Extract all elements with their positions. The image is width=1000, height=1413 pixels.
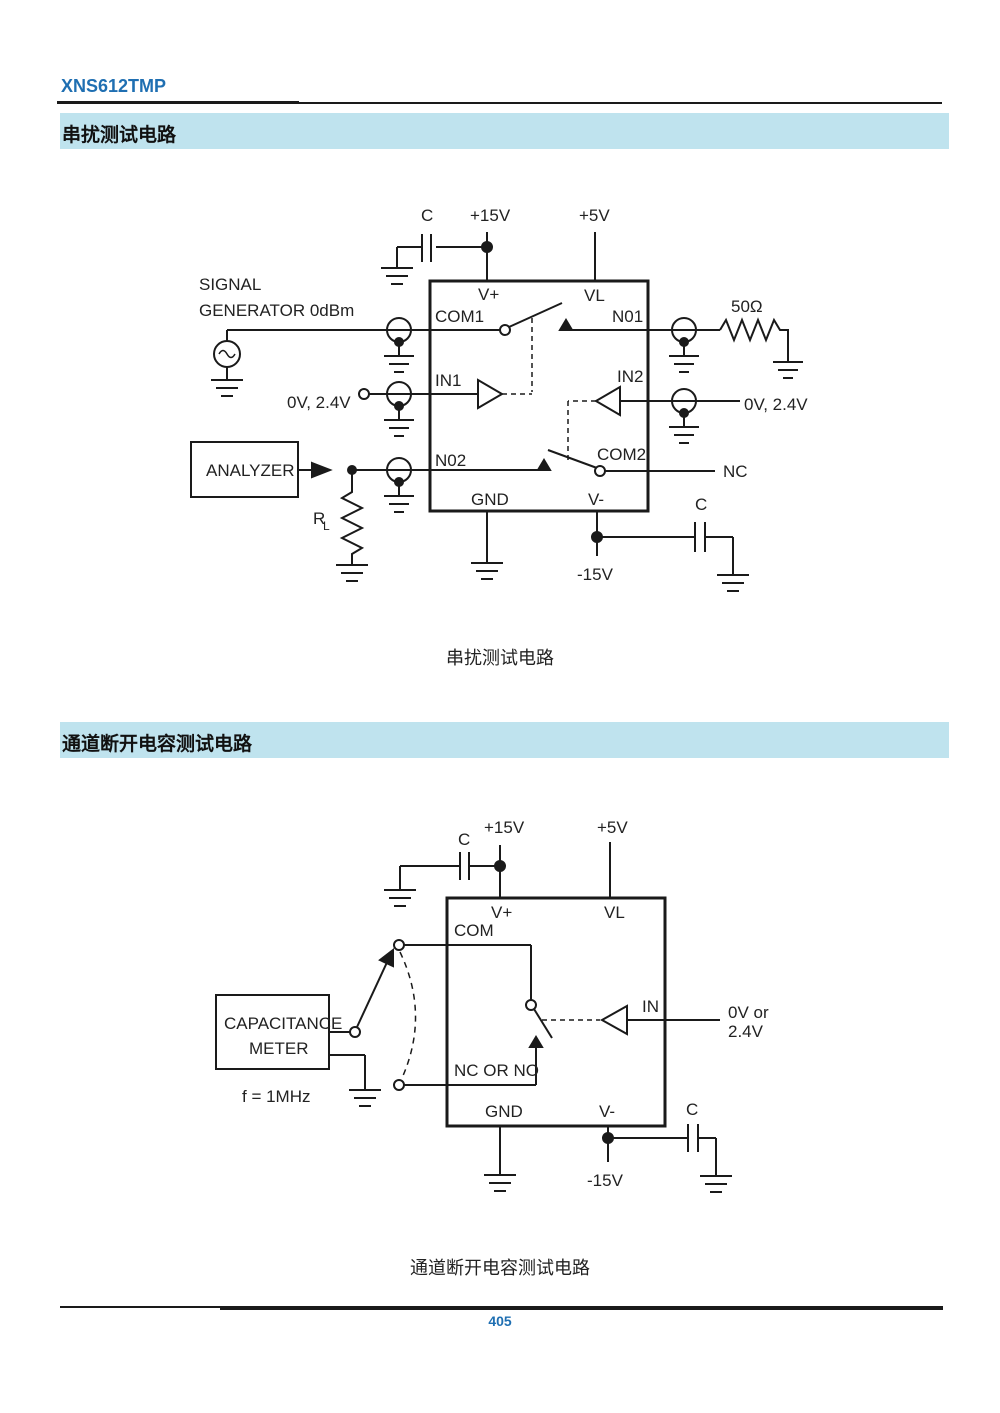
label-c-bottom: C — [686, 1100, 698, 1119]
label-in: IN — [642, 997, 659, 1016]
label-frequency: f = 1MHz — [242, 1087, 311, 1106]
label-in-voltage-1: 0V or — [728, 1003, 769, 1022]
section-heading-crosstalk: 串扰测试电路 — [60, 113, 949, 149]
label-plus15v: +15V — [484, 818, 525, 837]
label-com2: COM2 — [597, 445, 646, 464]
footer-rule-accent — [220, 1306, 943, 1310]
section-heading-text: 串扰测试电路 — [62, 124, 177, 146]
label-c-top: C — [458, 830, 470, 849]
label-signal: SIGNAL — [199, 275, 261, 294]
label-in2: IN2 — [617, 367, 643, 386]
crosstalk-circuit-diagram: C +15V +5V V+ VL SIGNAL GENERATOR 0dBm C… — [190, 206, 808, 592]
label-vplus: V+ — [491, 903, 512, 922]
label-gnd: GND — [485, 1102, 523, 1121]
label-plus15v: +15V — [470, 206, 511, 225]
label-com1: COM1 — [435, 307, 484, 326]
label-nc: NC — [723, 462, 748, 481]
label-capacitance: CAPACITANCE — [224, 1014, 342, 1033]
label-in2-voltage: 0V, 2.4V — [744, 395, 808, 414]
label-in1: IN1 — [435, 371, 461, 390]
label-analyzer: ANALYZER — [206, 461, 295, 480]
section-heading-text: 通道断开电容测试电路 — [62, 733, 253, 755]
label-plus5v: +5V — [597, 818, 628, 837]
label-rl-sub: L — [323, 519, 330, 533]
off-capacitance-circuit-diagram: C +15V +5V V+ VL COM CAPACITANCE METER f… — [215, 818, 769, 1193]
label-vminus: V- — [599, 1102, 615, 1121]
label-c-top: C — [421, 206, 433, 225]
page-number: 405 — [488, 1313, 512, 1329]
label-rl: R — [313, 509, 325, 528]
label-vplus: V+ — [478, 285, 499, 304]
ic-box — [445, 896, 667, 1128]
header-rule — [57, 102, 942, 104]
label-generator: GENERATOR 0dBm — [199, 301, 354, 320]
label-meter: METER — [249, 1039, 309, 1058]
label-no2: N02 — [435, 451, 466, 470]
header-rule-accent — [57, 101, 299, 104]
label-c-bottom: C — [695, 495, 707, 514]
ic-box — [428, 279, 650, 513]
label-vminus: V- — [588, 490, 604, 509]
label-in-voltage-2: 2.4V — [728, 1022, 764, 1041]
label-vl: VL — [604, 903, 625, 922]
label-com: COM — [454, 921, 494, 940]
label-vl: VL — [584, 286, 605, 305]
label-nc-or-no: NC OR NO — [454, 1061, 539, 1080]
label-minus15v: -15V — [577, 565, 614, 584]
label-in1-voltage: 0V, 2.4V — [287, 393, 351, 412]
figure-caption-off-capacitance: 通道断开电容测试电路 — [410, 1258, 590, 1279]
label-gnd: GND — [471, 490, 509, 509]
label-50ohm: 50Ω — [731, 297, 763, 316]
section-heading-off-capacitance: 通道断开电容测试电路 — [60, 722, 949, 758]
label-no1: N01 — [612, 307, 643, 326]
label-minus15v: -15V — [587, 1171, 624, 1190]
label-plus5v: +5V — [579, 206, 610, 225]
document-title: XNS612TMP — [61, 76, 167, 96]
figure-caption-crosstalk: 串扰测试电路 — [446, 648, 554, 669]
